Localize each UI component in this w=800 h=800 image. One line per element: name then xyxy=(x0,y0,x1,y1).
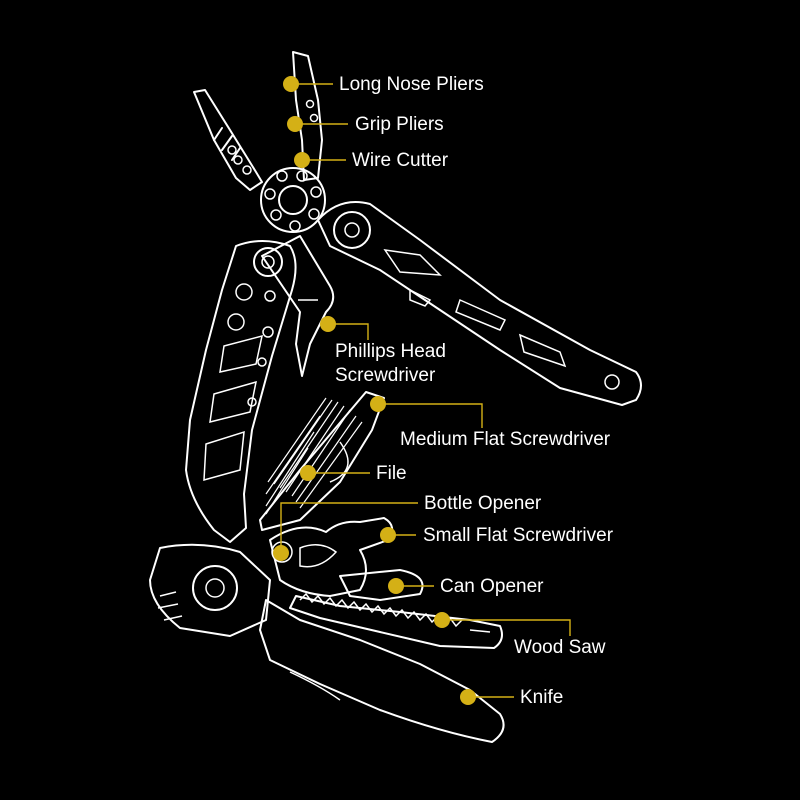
lower-body xyxy=(149,543,271,637)
callout-dot xyxy=(320,316,336,332)
callout-dot xyxy=(434,612,450,628)
callout-phillips-head-screwdriver: Phillips Head Screwdriver xyxy=(320,316,446,386)
label-wire-cutter: Wire Cutter xyxy=(352,150,449,171)
callout-dot xyxy=(287,116,303,132)
label-bottle-opener: Bottle Opener xyxy=(424,493,542,514)
label-long-nose-pliers: Long Nose Pliers xyxy=(339,74,484,95)
label-knife: Knife xyxy=(520,687,563,708)
file-and-screwdriver xyxy=(259,391,385,531)
label-medium-flat-screwdriver: Medium Flat Screwdriver xyxy=(400,429,611,450)
left-handle xyxy=(185,240,297,543)
callout-long-nose-pliers: Long Nose Pliers xyxy=(283,74,484,95)
callout-dot xyxy=(370,396,386,412)
callout-wood-saw: Wood Saw xyxy=(434,612,606,658)
callout-dot xyxy=(300,465,316,481)
plier-jaws xyxy=(193,51,326,233)
label-can-opener: Can Opener xyxy=(440,576,544,597)
callout-bottle-opener: Bottle Opener xyxy=(273,493,542,561)
multitool-illustration xyxy=(149,51,642,743)
callout-file: File xyxy=(300,463,407,484)
leader-line xyxy=(328,323,369,340)
callout-medium-flat-screwdriver: Medium Flat Screwdriver xyxy=(370,396,611,450)
callout-dot xyxy=(460,689,476,705)
leader-line xyxy=(280,502,418,553)
right-handle xyxy=(317,201,642,406)
callout-dot xyxy=(380,527,396,543)
label-file: File xyxy=(376,463,407,484)
label-small-flat-screwdriver: Small Flat Screwdriver xyxy=(423,525,614,546)
label-wood-saw: Wood Saw xyxy=(514,637,606,658)
callout-dot xyxy=(273,545,289,561)
callout-small-flat-screwdriver: Small Flat Screwdriver xyxy=(380,525,614,546)
label-grip-pliers: Grip Pliers xyxy=(355,114,444,135)
callout-wire-cutter: Wire Cutter xyxy=(294,150,449,171)
label-screwdriver: Screwdriver xyxy=(335,365,436,386)
leader-line xyxy=(442,619,571,636)
knife-blade xyxy=(259,599,505,743)
phillips-blade xyxy=(261,235,335,377)
callout-can-opener: Can Opener xyxy=(388,576,544,597)
leader-line xyxy=(378,403,483,428)
callout-grip-pliers: Grip Pliers xyxy=(287,114,444,135)
callout-dot xyxy=(388,578,404,594)
callout-dot xyxy=(294,152,310,168)
label-phillips-head: Phillips Head xyxy=(335,341,446,362)
callout-knife: Knife xyxy=(460,687,563,708)
callouts: Long Nose Pliers Grip Pliers Wire Cutter… xyxy=(273,74,614,708)
callout-dot xyxy=(283,76,299,92)
